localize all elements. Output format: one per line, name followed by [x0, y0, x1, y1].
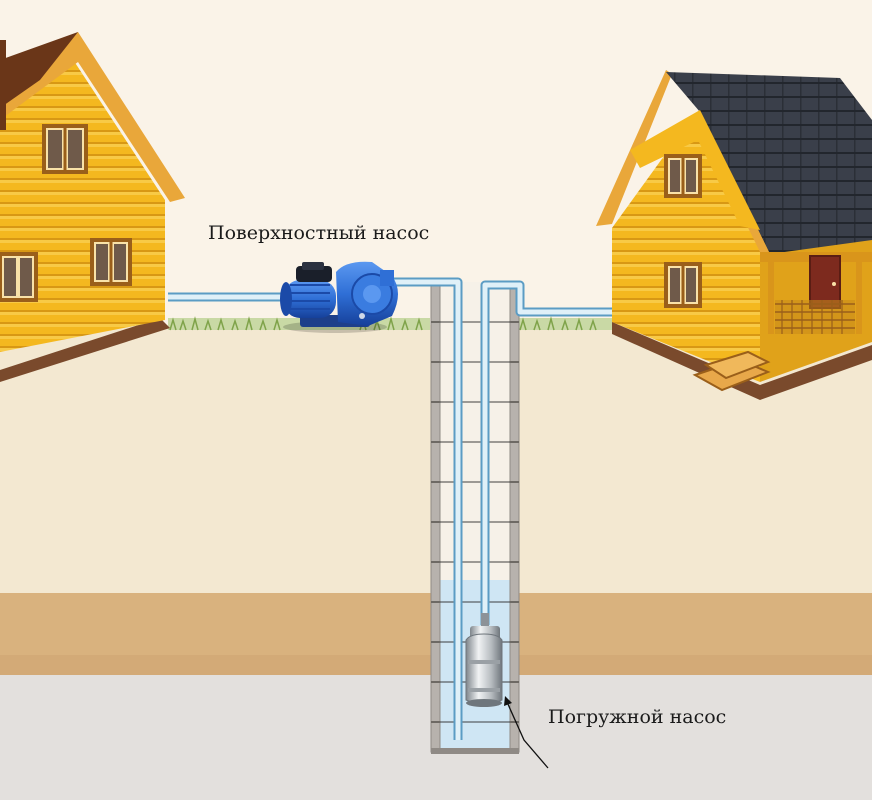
- right-house-window-low: [664, 262, 702, 308]
- submersible-pump-callout-line: [506, 701, 549, 769]
- surface-pump-icon: [280, 261, 398, 333]
- right-house-window-top: [664, 154, 702, 198]
- left-house-icon: [0, 32, 185, 382]
- submersible-pump-label: Погружной насос: [548, 706, 727, 728]
- right-house-steps: [692, 350, 771, 392]
- grass-strip: [168, 316, 615, 331]
- right-house-porch: [760, 252, 872, 334]
- left-house-window-top: [42, 124, 88, 174]
- left-house-window-mid: [90, 238, 132, 286]
- water-pipes: [168, 277, 612, 740]
- surface-pump-label: Поверхностный насос: [208, 222, 430, 244]
- callout-arrowhead: [504, 696, 512, 706]
- left-house-window-low: [0, 252, 38, 302]
- right-house-icon: [596, 70, 872, 400]
- submersible-pump-icon: [465, 613, 503, 707]
